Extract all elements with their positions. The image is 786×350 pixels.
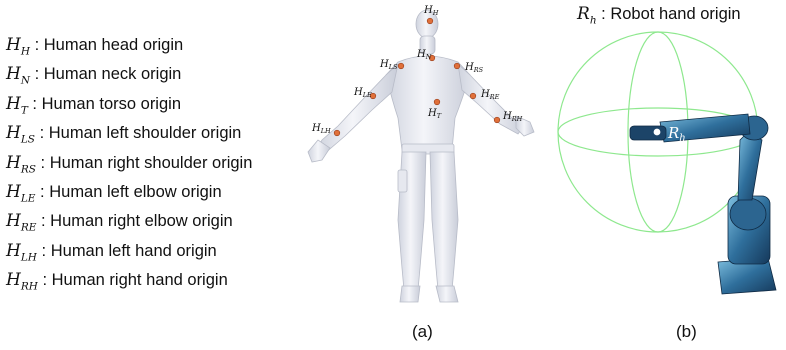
robot-arm [630,114,776,294]
joint-label-left-hand: HLH [311,123,331,135]
joint-label-right-elbow: HRE [480,89,500,101]
panel-label-b: (b) [676,322,697,342]
panel-label-a: (a) [412,322,433,342]
robot-shoulder-joint [730,198,766,230]
joint-label-head: HH [423,5,439,17]
human-left-arm [316,64,398,154]
joint-right-hand-marker [494,117,500,123]
human-holster [398,170,407,192]
joint-head-marker [427,18,433,24]
robot-origin-symbol: Rh [577,4,597,24]
joint-torso-marker [434,99,440,105]
joint-label-left-shoulder: HLS [379,59,398,71]
robot-upper-arm [738,132,762,200]
joint-right-shoulder-marker [454,63,460,69]
robot-gripper [630,126,666,140]
joint-right-elbow-marker [470,93,476,99]
human-torso [386,56,470,150]
joint-left-hand-marker [334,130,340,136]
human-left-foot [400,286,420,302]
joint-left-shoulder-marker [398,63,404,69]
joint-label-left-elbow: HLE [353,87,372,99]
robot-origin-text: : Robot hand origin [597,5,741,23]
human-right-leg [430,152,458,290]
robot-origin-caption: Rh : Robot hand origin [577,4,741,26]
human-right-foot [436,286,458,302]
joint-label-right-hand: HRH [502,111,523,123]
robot-hand-marker [654,129,660,135]
joint-label-right-shoulder: HRS [464,62,484,74]
